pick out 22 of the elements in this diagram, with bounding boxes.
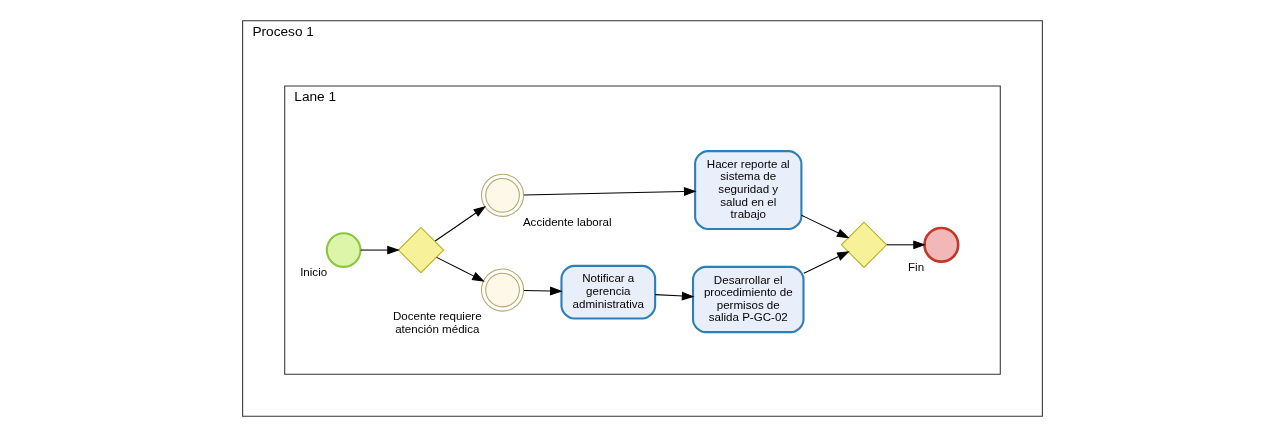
node-box: Hacer reporte al sistema de seguridad y salud en el trabajo (693, 150, 802, 231)
arrow (359, 245, 400, 255)
node-label: Fin (907, 260, 924, 273)
node-label: Inicio (299, 266, 327, 279)
node-circle (325, 232, 362, 268)
node-circle (480, 268, 524, 312)
node-box: Notificar a gerencia administrativa (559, 264, 656, 320)
node-circle (480, 173, 524, 217)
node-circle (922, 226, 959, 263)
node-label: Accidente laboral (522, 215, 612, 228)
arrow (435, 256, 485, 282)
arrow (802, 251, 850, 274)
arrow (523, 286, 563, 296)
node-box: Desarrollar el procedimiento de permisos de salida P-GC-02 (691, 265, 805, 334)
node-diamond (397, 226, 444, 274)
node-label: Docente requiere atención médica (392, 310, 482, 335)
arrow (522, 187, 697, 196)
arrow (434, 205, 486, 242)
arrow (885, 240, 926, 250)
node-diamond (840, 221, 887, 269)
arrow (800, 214, 850, 239)
arrow (654, 291, 694, 301)
